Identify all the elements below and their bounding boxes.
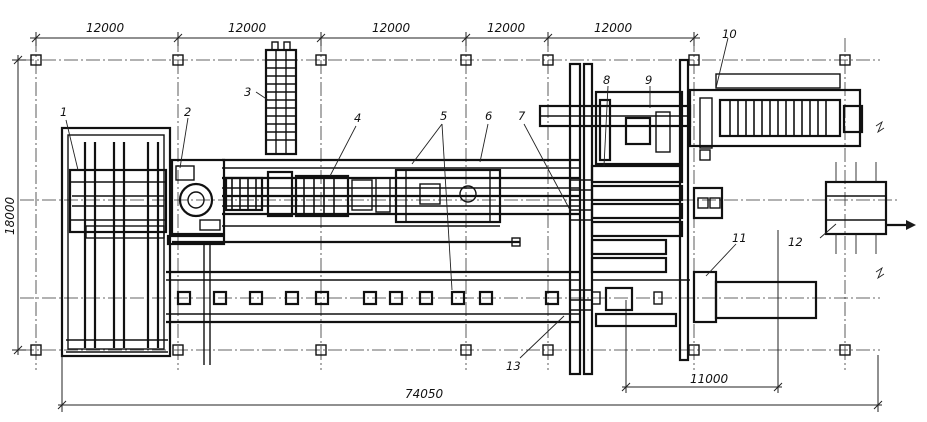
callout-4: 4 bbox=[354, 111, 361, 125]
end-unit bbox=[824, 162, 916, 254]
drive-unit bbox=[166, 158, 226, 365]
bottom-dimension bbox=[57, 355, 883, 412]
loading-table bbox=[60, 126, 172, 358]
callout-8: 8 bbox=[603, 73, 610, 87]
dimension-span-2: 12000 bbox=[228, 21, 267, 35]
callout-1: 1 bbox=[60, 105, 67, 119]
lower-conveyor bbox=[166, 270, 580, 324]
dimension-span-3: 12000 bbox=[372, 21, 411, 35]
callout-2: 2 bbox=[184, 105, 191, 119]
output-bay bbox=[692, 186, 818, 324]
callout-11: 11 bbox=[732, 231, 747, 245]
break-marks bbox=[875, 120, 885, 280]
callout-13: 13 bbox=[506, 359, 521, 373]
callout-10: 10 bbox=[722, 27, 737, 41]
callout-6: 6 bbox=[485, 109, 492, 123]
callout-5: 5 bbox=[440, 109, 447, 123]
sorting-section bbox=[538, 58, 692, 362]
dimension-overall-length: 74050 bbox=[405, 387, 444, 401]
dimension-overall-width: 18000 bbox=[3, 196, 17, 235]
rack-unit bbox=[264, 41, 298, 156]
finishing-machine bbox=[688, 73, 864, 161]
callout-7: 7 bbox=[518, 109, 526, 123]
transfer-columns bbox=[568, 62, 594, 376]
right-dimension bbox=[621, 230, 783, 393]
dimension-span-4: 12000 bbox=[487, 21, 526, 35]
callout-leaders bbox=[65, 37, 837, 359]
callout-3: 3 bbox=[244, 85, 251, 99]
left-dimension bbox=[12, 55, 26, 355]
dimension-span-1: 12000 bbox=[86, 21, 125, 35]
dimension-right-span: 11000 bbox=[690, 372, 729, 386]
top-dimension-chain bbox=[30, 32, 700, 46]
main-conveyor bbox=[172, 158, 580, 247]
callout-12: 12 bbox=[788, 235, 803, 249]
callout-9: 9 bbox=[645, 73, 652, 87]
dimension-span-5: 12000 bbox=[594, 21, 633, 35]
